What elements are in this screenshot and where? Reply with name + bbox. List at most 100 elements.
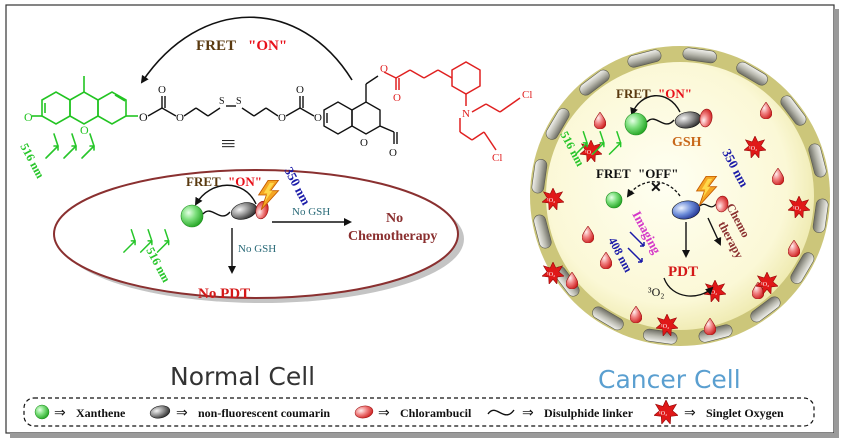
molecule-structure: FRET "ON" O O O bbox=[17, 16, 532, 181]
cancer-blue-coumarin bbox=[671, 200, 701, 220]
chlorine-atom-2: Cl bbox=[492, 152, 502, 164]
carbonate1-o-top: O bbox=[158, 84, 166, 96]
xanthene-ring-o: O bbox=[80, 123, 89, 137]
singlet-oxygen-star-label: ¹O₂ bbox=[709, 290, 717, 296]
membrane-pill bbox=[579, 69, 610, 96]
cancer-fret-off-cross: ✕ bbox=[650, 181, 662, 196]
normal-no-gsh-top: No GSH bbox=[292, 206, 330, 218]
cancer-cell-title: Cancer Cell bbox=[598, 365, 741, 394]
carbonate1-o-link: O bbox=[176, 112, 184, 124]
figure-frame-shadow-bottom bbox=[10, 433, 839, 438]
coumarin-ring-o: O bbox=[360, 137, 368, 149]
normal-cell: FRET "ON" 350 nm No GSH No Chemotherapy … bbox=[53, 164, 464, 391]
top-fret-label: FRET bbox=[196, 38, 236, 54]
cancer-chemo-arrow bbox=[707, 217, 722, 246]
fret-on-arc-arrow bbox=[140, 16, 353, 84]
legend-linker-label: Disulphide linker bbox=[544, 406, 634, 420]
cancer-pdt-label: PDT bbox=[668, 264, 698, 280]
top-fret-state: "ON" bbox=[248, 38, 287, 54]
legend-box: ⇒ Xanthene ⇒ non-fluorescent coumarin ⇒ … bbox=[23, 397, 815, 427]
membrane-pill bbox=[682, 47, 717, 64]
cancer-chlorambucil-body bbox=[699, 108, 713, 128]
legend-border bbox=[23, 397, 815, 427]
cancer-free-xanthene bbox=[605, 191, 623, 209]
cancer-fret-on-label: FRET bbox=[616, 86, 651, 101]
normal-xanthene-ball bbox=[180, 204, 204, 228]
equivalence-symbol: ||| bbox=[221, 139, 236, 148]
legend-chlorambucil-icon bbox=[354, 405, 374, 419]
figure-frame-shadow bbox=[834, 9, 839, 437]
ester-o-link: O bbox=[380, 63, 388, 75]
ester-o-carbonyl: O bbox=[393, 92, 401, 104]
chlorine-atom-1: Cl bbox=[522, 89, 532, 101]
cancer-fret-arc bbox=[630, 95, 681, 116]
membrane-pill bbox=[627, 49, 662, 68]
cancer-fret-off-label: FRET bbox=[596, 166, 631, 181]
cancer-disulphide-linker bbox=[646, 118, 675, 125]
coumarin-structure bbox=[323, 75, 398, 144]
singlet-oxygen-star-label: ¹O₂ bbox=[661, 324, 669, 330]
singlet-oxygen-star-label: ¹O₂ bbox=[749, 146, 757, 152]
singlet-oxygen-star-label: ¹O₂ bbox=[547, 198, 555, 204]
cancer-fret-off-state: "OFF" bbox=[638, 166, 678, 181]
normal-no-chemo-line2: Chemotherapy bbox=[348, 229, 437, 244]
normal-disulphide-linker bbox=[202, 210, 231, 217]
membrane-pill bbox=[812, 198, 829, 233]
normal-no-pdt: No PDT bbox=[198, 286, 250, 302]
coumarin-ether-o: O bbox=[314, 112, 322, 124]
membrane-pill bbox=[736, 61, 768, 86]
cancer-408nm-waves bbox=[627, 231, 645, 263]
carbonate2-o-link: O bbox=[278, 112, 286, 124]
legend-arrow-4: ⇒ bbox=[522, 406, 534, 421]
xanthene-carbonyl-o: O bbox=[24, 110, 33, 124]
legend-arrow-2: ⇒ bbox=[176, 406, 188, 421]
normal-cell-title: Normal Cell bbox=[170, 362, 315, 391]
legend-xanthene-icon bbox=[34, 404, 50, 420]
legend-arrow-3: ⇒ bbox=[378, 406, 390, 421]
coumarin-carbonyl-o: O bbox=[389, 147, 397, 159]
legend-arrow-5: ⇒ bbox=[684, 406, 696, 421]
singlet-oxygen-star-label: ¹O₂ bbox=[793, 206, 801, 212]
normal-no-chemo-line1: No bbox=[386, 211, 403, 226]
legend-singlet-label: Singlet Oxygen bbox=[706, 406, 784, 420]
legend-xanthene-label: Xanthene bbox=[76, 406, 126, 420]
legend-chlorambucil-label: Chlorambucil bbox=[400, 406, 472, 420]
membrane-pill bbox=[750, 296, 781, 323]
cancer-triplet-o2: ³O₂ bbox=[648, 285, 664, 299]
disulfide-chain bbox=[147, 96, 315, 117]
legend-arrow-1: ⇒ bbox=[54, 406, 66, 421]
membrane-pill bbox=[808, 143, 827, 178]
singlet-oxygen-star-label: ¹O₂ bbox=[547, 272, 555, 278]
carbonate2-o-top: O bbox=[296, 84, 304, 96]
xanthene-ether-o: O bbox=[139, 110, 148, 124]
membrane-pill bbox=[545, 108, 570, 140]
cancer-free-linker bbox=[699, 203, 717, 208]
singlet-oxygen-star-label: ¹O₂ bbox=[761, 282, 769, 288]
cancer-fret-off-arc bbox=[626, 181, 681, 198]
membrane-pill bbox=[533, 214, 552, 249]
nitrogen-atom: N bbox=[462, 108, 470, 120]
singlet-oxygen-star-label: ¹O₂ bbox=[585, 150, 593, 156]
chlorambucil-structure bbox=[383, 61, 521, 151]
cancer-fret-on-state: "ON" bbox=[658, 86, 692, 101]
cancer-gsh-label: GSH bbox=[672, 135, 702, 150]
disulfide-s2: S bbox=[236, 96, 242, 107]
normal-cell-membrane bbox=[53, 169, 459, 299]
legend-coumarin-icon bbox=[149, 405, 171, 419]
membrane-pill bbox=[790, 252, 815, 284]
normal-fret-label: FRET bbox=[186, 174, 221, 189]
membrane-pill bbox=[531, 159, 548, 194]
membrane-pill bbox=[592, 306, 624, 331]
normal-fret-state: "ON" bbox=[228, 174, 262, 189]
disulfide-s1: S bbox=[219, 96, 225, 107]
legend-coumarin-label: non-fluorescent coumarin bbox=[198, 406, 330, 420]
cancer-free-chlorambucil bbox=[715, 195, 729, 213]
membrane-pill bbox=[780, 95, 807, 126]
normal-fret-arc bbox=[194, 184, 257, 206]
legend-linker-icon bbox=[487, 409, 515, 416]
cancer-xanthene-ball bbox=[624, 112, 648, 136]
xanthene-structure bbox=[32, 76, 138, 125]
cancer-pdt-curve bbox=[663, 277, 714, 297]
